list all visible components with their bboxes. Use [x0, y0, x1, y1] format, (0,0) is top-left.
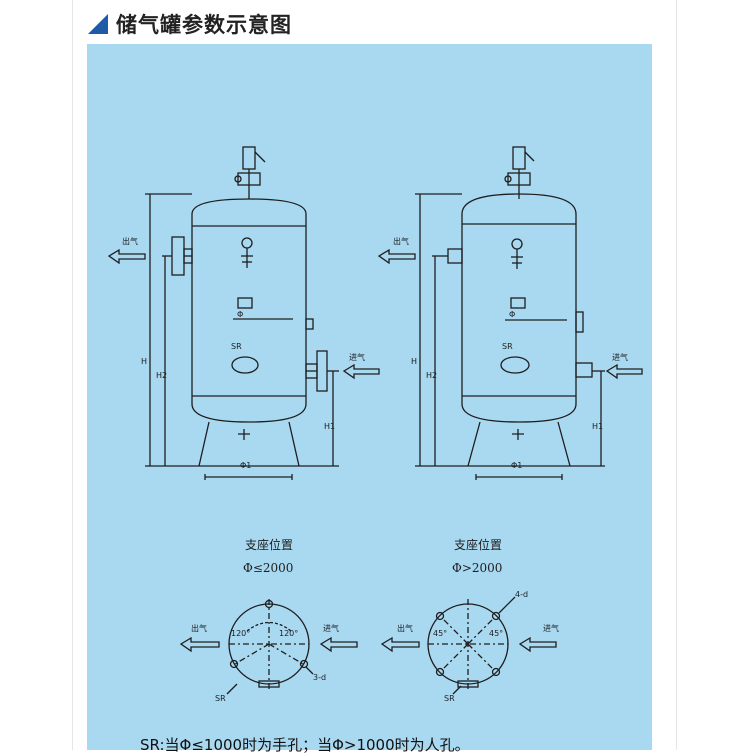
support-right: 支座位置 Φ>2000 4-d 45° 45° SR 出气 进气	[380, 537, 559, 703]
inlet-arrow-icon	[518, 636, 557, 653]
outlet-arrow-icon	[179, 636, 220, 653]
inlet-label-support-right: 进气	[543, 623, 559, 633]
pressure-gauge-icon	[241, 237, 253, 249]
sr-left: SR	[215, 694, 226, 703]
tank-right: Φ SR H H2 H1 Φ1 出气 进气	[377, 146, 643, 480]
support-cond-left: Φ≤2000	[243, 561, 293, 575]
nameplate-icon	[510, 297, 526, 309]
inlet-arrow-icon	[319, 636, 358, 653]
nameplate-icon	[237, 297, 253, 309]
outlet-arrow-icon	[380, 636, 420, 653]
inlet-label-left: 进气	[349, 352, 365, 362]
dim-phi1-right: Φ1	[511, 461, 522, 470]
safety-valve-icon	[234, 146, 266, 199]
tank-left: Φ SR H H2 H1 Φ1	[107, 146, 380, 480]
inlet-label-support-left: 进气	[323, 623, 339, 633]
footer-note: SR:当Φ≤1000时为手孔；当Φ>1000时为人孔。	[140, 736, 470, 754]
angle-right-b: 45°	[489, 629, 503, 638]
angle-left-a: 120°	[231, 629, 250, 638]
inlet-arrow-icon	[605, 363, 643, 380]
support-title-right: 支座位置	[454, 537, 502, 552]
dim-h-right: H	[411, 357, 417, 366]
inlet-label-right: 进气	[612, 352, 628, 362]
dim-h-left: H	[141, 357, 147, 366]
dim-h1-left: H1	[324, 422, 335, 431]
dim-h2-left: H2	[156, 371, 167, 380]
support-left: 支座位置 Φ≤2000 120° 120° 3-d SR 出气 进气	[179, 537, 358, 703]
outlet-label-right: 出气	[393, 236, 409, 246]
holes-left: 3-d	[313, 673, 326, 682]
support-title-left: 支座位置	[245, 537, 293, 552]
inlet-arrow-icon	[342, 363, 380, 380]
label-sr: SR	[502, 342, 513, 351]
pressure-gauge-icon	[511, 238, 523, 250]
outlet-label-support-left: 出气	[191, 623, 207, 633]
dim-h2-right: H2	[426, 371, 437, 380]
outlet-label-support-right: 出气	[397, 623, 413, 633]
holes-right: 4-d	[515, 590, 528, 599]
angle-right-a: 45°	[433, 629, 447, 638]
diagram-panel: Φ SR H H2 H1 Φ1	[87, 44, 652, 750]
tank-diagram: Φ SR H H2 H1 Φ1	[107, 146, 643, 703]
support-cond-right: Φ>2000	[452, 561, 502, 575]
page-title: 储气罐参数示意图	[116, 13, 292, 37]
triangle-icon	[88, 14, 108, 34]
sr-right: SR	[444, 694, 455, 703]
outlet-label-left: 出气	[122, 236, 138, 246]
label-sr: SR	[231, 342, 242, 351]
outlet-arrow-icon	[107, 248, 146, 265]
dim-h1-right: H1	[592, 422, 603, 431]
manhole-icon	[231, 356, 259, 374]
manhole-icon	[500, 356, 530, 374]
angle-left-b: 120°	[279, 629, 298, 638]
safety-valve-icon	[504, 146, 535, 199]
label-phi: Φ	[509, 310, 515, 319]
outlet-arrow-icon	[377, 248, 416, 265]
dim-phi1-left: Φ1	[240, 461, 251, 470]
frame-left-line	[72, 0, 73, 750]
header: 储气罐参数示意图	[88, 8, 292, 40]
frame-right-line	[676, 0, 677, 750]
label-phi: Φ	[237, 310, 243, 319]
